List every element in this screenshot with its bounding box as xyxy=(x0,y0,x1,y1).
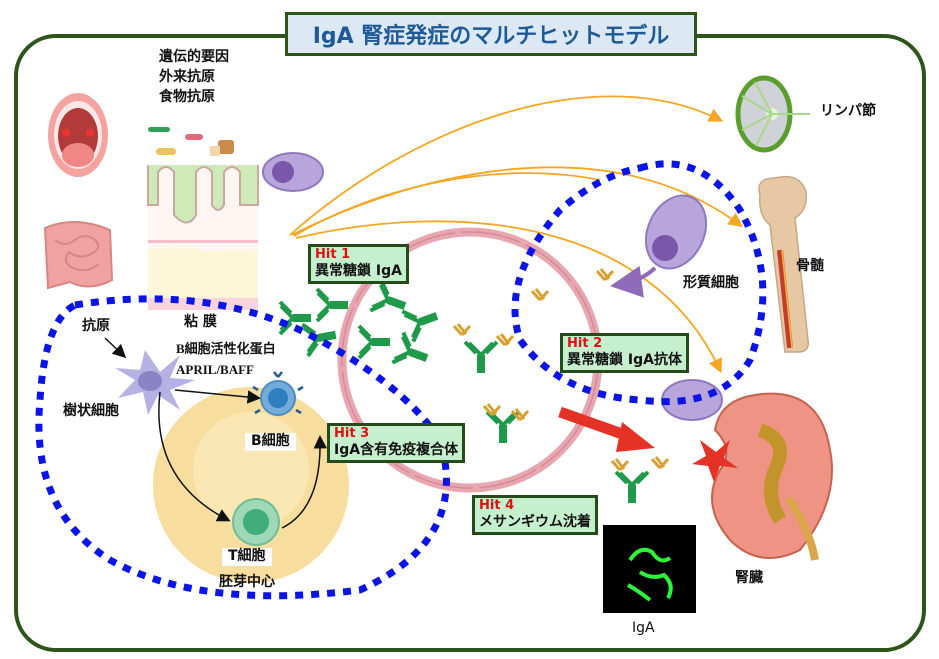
label-t-cell: T細胞 xyxy=(222,548,272,566)
label-bone-marrow: 骨髄 xyxy=(796,258,824,274)
hit-2-box: Hit 2 異常糖鎖 IgA抗体 xyxy=(560,333,689,373)
label-b-cell-activator: B細胞活性化蛋白 xyxy=(176,341,276,356)
hit-3-text: IgA含有免疫複合体 xyxy=(334,441,459,458)
arrow-to-plasma-cell xyxy=(293,172,601,237)
hit-1-text: 異常糖鎖 IgA xyxy=(315,262,402,279)
dendritic-cell-illustration xyxy=(115,350,195,415)
arrow-to-kidney xyxy=(295,220,722,374)
arrow-dc-to-b-cell xyxy=(174,389,261,404)
mucosa-tissue xyxy=(147,165,259,310)
label-dendritic-cell: 樹状細胞 xyxy=(63,403,119,419)
systemic-immunity-boundary xyxy=(511,160,767,406)
bread-icon xyxy=(210,140,234,156)
label-antigen: 抗原 xyxy=(82,318,110,334)
plasma-cell-kidney xyxy=(661,379,723,421)
page-title: IgA 腎症発症のマルチヒットモデル xyxy=(312,24,670,49)
label-b-cell: B細胞 xyxy=(245,433,296,451)
intestine-illustration xyxy=(43,220,114,290)
t-cell-illustration xyxy=(232,498,280,546)
label-april-baff: APRIL/BAFF xyxy=(176,362,254,377)
arrow-to-lymph-node xyxy=(289,95,724,236)
hit-4-text: メサンギウム沈着 xyxy=(479,513,591,530)
factor-foreign-antigen: 外来抗原 xyxy=(159,69,215,85)
hit-1-box: Hit 1 異常糖鎖 IgA xyxy=(308,244,409,284)
microbe-yellow xyxy=(156,148,176,155)
hit-3-number: Hit 3 xyxy=(334,426,370,441)
arrow-antigen-to-dc xyxy=(104,337,127,359)
mouth-illustration xyxy=(48,93,108,177)
injury-arrow-head xyxy=(616,422,655,452)
micrograph-caption: IgA xyxy=(632,620,655,636)
label-germinal-center: 胚芽中心 xyxy=(219,574,275,590)
hit-1-number: Hit 1 xyxy=(315,247,351,262)
hit-4-number: Hit 4 xyxy=(479,498,515,513)
lymph-node-illustration xyxy=(735,75,810,153)
label-kidney: 腎臓 xyxy=(735,570,763,586)
injury-star-icon xyxy=(692,440,738,482)
bone-marrow-illustration xyxy=(758,175,810,353)
microbe-pink xyxy=(185,134,203,140)
plasma-cell-illustration xyxy=(610,194,708,298)
label-plasma-cell: 形質細胞 xyxy=(683,275,739,291)
arrow-dc-to-t-cell xyxy=(158,391,231,522)
factor-food-antigen: 食物抗原 xyxy=(159,89,215,105)
kidney-illustration xyxy=(711,392,833,561)
hit-2-number: Hit 2 xyxy=(567,336,603,351)
microbe-green xyxy=(148,127,170,132)
hit-4-box: Hit 4 メサンギウム沈着 xyxy=(472,495,598,535)
arrow-t-to-b-cell xyxy=(281,435,328,529)
label-mucosa: 粘 膜 xyxy=(184,314,217,330)
title-box: IgA 腎症発症のマルチヒットモデル xyxy=(285,12,697,56)
injury-arrow-shaft xyxy=(558,406,630,442)
hit-3-box: Hit 3 IgA含有免疫複合体 xyxy=(327,423,466,463)
factor-genetic: 遺伝的要因 xyxy=(159,49,229,65)
iga-deposit-stain xyxy=(626,547,673,602)
b-cell-illustration xyxy=(252,371,304,416)
hit-2-text: 異常糖鎖 IgA抗体 xyxy=(567,351,682,368)
plasma-cell-mucosa xyxy=(262,152,324,192)
label-lymph-node: リンパ節 xyxy=(820,103,876,119)
